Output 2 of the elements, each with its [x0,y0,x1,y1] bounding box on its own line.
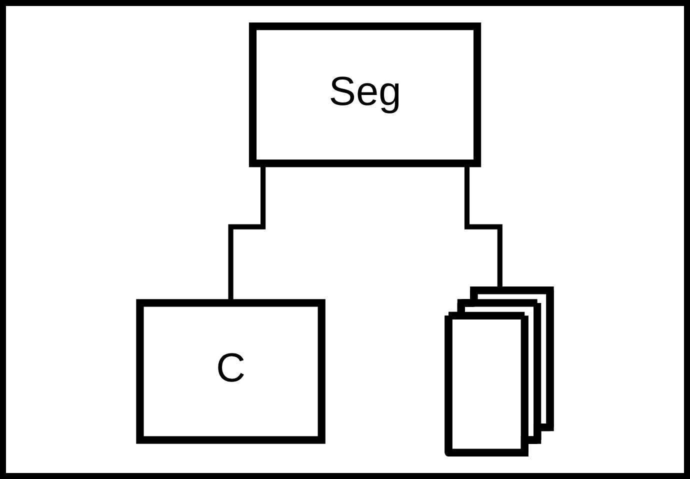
node-box: Seg [248,22,482,168]
node-box: C [136,299,326,444]
